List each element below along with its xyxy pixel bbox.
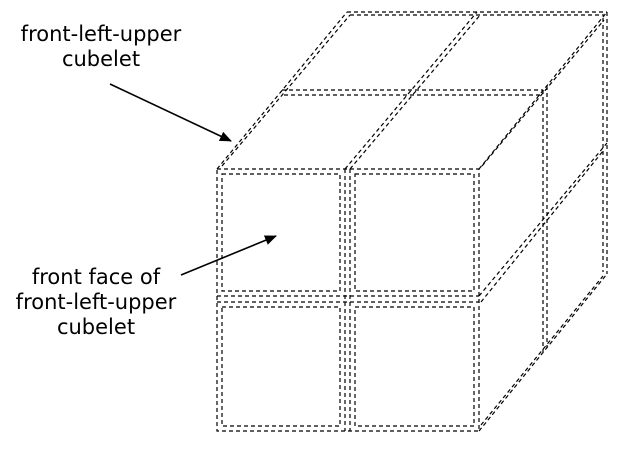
right-face-grid (478, 12, 608, 432)
arrow-to-upper-cubelet (109, 83, 232, 142)
upper-cubelet-label-line2: cubelet (61, 47, 141, 71)
front-face-label-line1: front face of (31, 265, 161, 289)
front-face-label: front face of front-left-upper cubelet (0, 265, 192, 340)
upper-cubelet-label-line1: front-left-upper (20, 22, 182, 46)
front-face-label-line3: cubelet (56, 315, 136, 339)
front-face-grid (216, 168, 480, 432)
front-left-upper-face (221, 173, 341, 292)
upper-cubelet-label: front-left-upper cubelet (6, 22, 196, 72)
arrow-to-front-face (180, 235, 277, 276)
top-face-grid (216, 11, 608, 170)
front-face-label-line2: front-left-upper (15, 290, 177, 314)
